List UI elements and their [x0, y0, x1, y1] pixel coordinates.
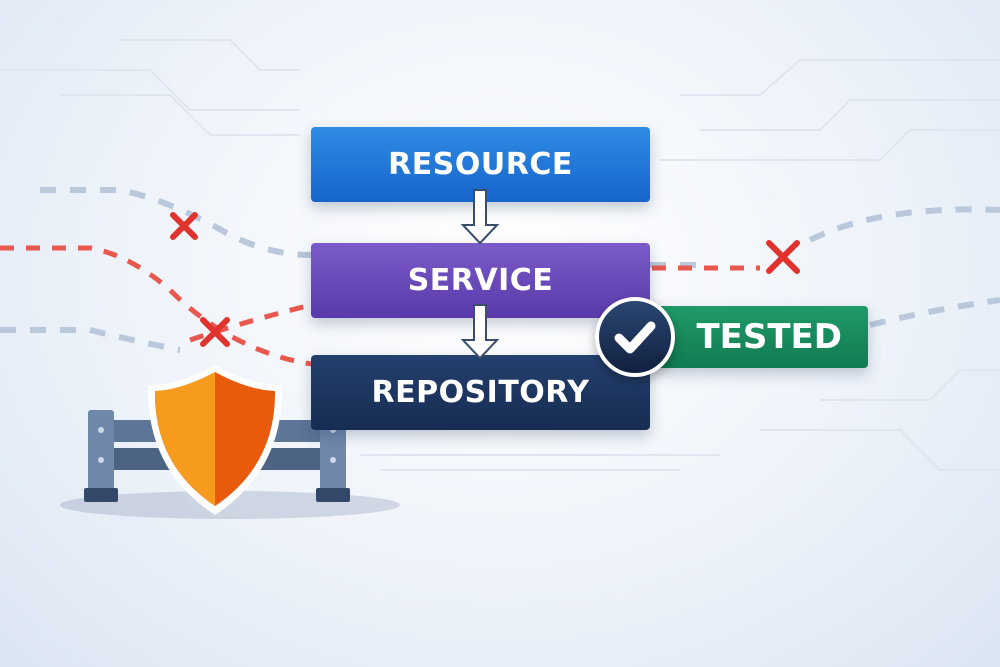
- error-x-icon: [170, 212, 198, 240]
- repository-layer-box: REPOSITORY: [311, 355, 650, 430]
- gray-dashed-paths: [0, 187, 1000, 353]
- red-dashed-paths: [0, 245, 760, 368]
- tested-label: TESTED: [696, 317, 842, 357]
- error-x-icon: [200, 317, 230, 347]
- shield-icon: [147, 365, 283, 515]
- tested-badge: TESTED: [655, 306, 868, 368]
- resource-label: RESOURCE: [388, 147, 573, 182]
- repository-label: REPOSITORY: [371, 375, 590, 410]
- service-label: SERVICE: [407, 263, 554, 298]
- check-icon: [614, 321, 656, 354]
- error-x-icons: [170, 212, 800, 347]
- check-badge: [595, 297, 675, 377]
- resource-layer-box: RESOURCE: [311, 127, 650, 202]
- error-x-icon: [766, 240, 800, 274]
- circuit-lines: [0, 39, 1000, 471]
